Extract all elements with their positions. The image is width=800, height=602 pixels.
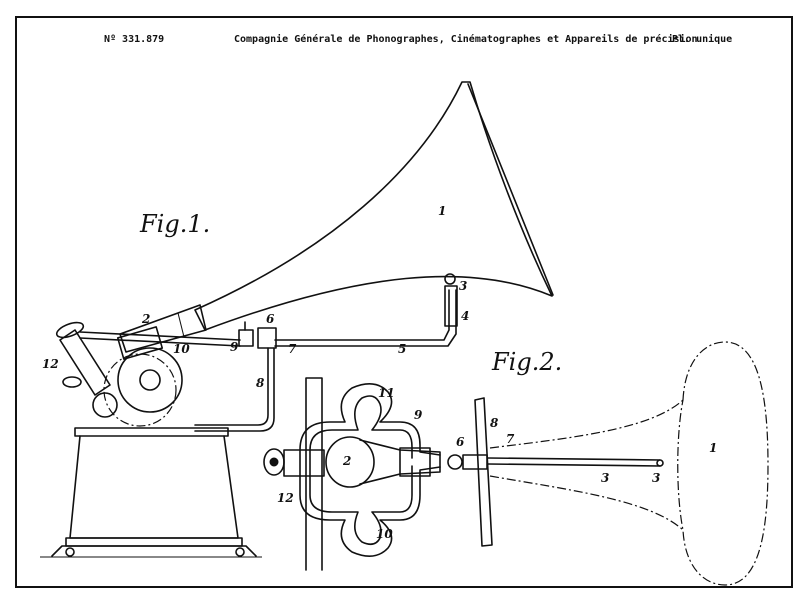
- patent-number: Nº 331.879: [104, 34, 165, 45]
- fig2-horn-dashed: [489, 399, 684, 531]
- fig1-label: 12: [42, 357, 59, 371]
- fig2-drum-2: [325, 436, 375, 488]
- plate-label: Pl. unique: [672, 34, 733, 45]
- fig2-label: 6: [456, 435, 465, 449]
- fig1-sleeve-4: [444, 285, 458, 327]
- fig2-label: 2: [342, 454, 351, 468]
- fig2-drawing: [263, 341, 769, 586]
- fig2-valve-7: [462, 454, 488, 470]
- fig2-label: 10: [376, 527, 393, 541]
- fig1-cabinet: [69, 435, 239, 539]
- fig1-label: 8: [256, 376, 265, 390]
- fig1-valve-9: [238, 329, 254, 347]
- patent-drawing-sheet: [15, 16, 793, 588]
- fig2-label: 3: [601, 471, 609, 485]
- fig1-label: 7: [288, 342, 297, 356]
- fig1-reproducer-arm-12: [59, 329, 111, 396]
- company-name: Compagnie Générale de Phonographes, Ciné…: [234, 34, 698, 45]
- fig1-label: 9: [230, 340, 239, 354]
- fig2-label: 1: [709, 441, 717, 455]
- fig2-label: 7: [506, 432, 515, 446]
- fig1-label: 5: [398, 342, 406, 356]
- fig1-cabinet-top: [74, 427, 229, 437]
- fig2-tube-3: [487, 457, 661, 461]
- fig1-drawing: [40, 81, 554, 558]
- fig2-label: 3: [652, 471, 660, 485]
- fig2-title: Fig.2.: [491, 348, 562, 376]
- fig1-label: 10: [173, 342, 190, 356]
- fig1-drum: [117, 347, 183, 413]
- fig1-tone-arm: [79, 331, 241, 341]
- fig2-valve-6: [447, 454, 463, 470]
- fig2-backboard: [305, 377, 323, 571]
- fig1-label: 3: [459, 279, 467, 293]
- fig1-label: 6: [266, 312, 275, 326]
- fig1-label: 4: [461, 309, 469, 323]
- fig2-stand-8: [474, 397, 493, 547]
- fig1-tube-5: [274, 289, 450, 341]
- fig1-tube-8: [194, 347, 269, 426]
- fig1-horn-neck: [119, 304, 207, 353]
- fig1-label: 1: [438, 204, 446, 218]
- fig1-valve-6: [257, 327, 277, 349]
- fig2-label: 12: [277, 491, 294, 505]
- fig2-label: 8: [490, 416, 499, 430]
- fig1-horn: [194, 81, 553, 331]
- fig1-title: Fig.1.: [139, 210, 210, 238]
- fig1-ring-3: [444, 273, 456, 285]
- fig2-tube-loop: [299, 383, 441, 557]
- fig2-label: 9: [414, 408, 423, 422]
- fig2-label: 11: [378, 386, 395, 400]
- fig1-label: 2: [141, 312, 150, 326]
